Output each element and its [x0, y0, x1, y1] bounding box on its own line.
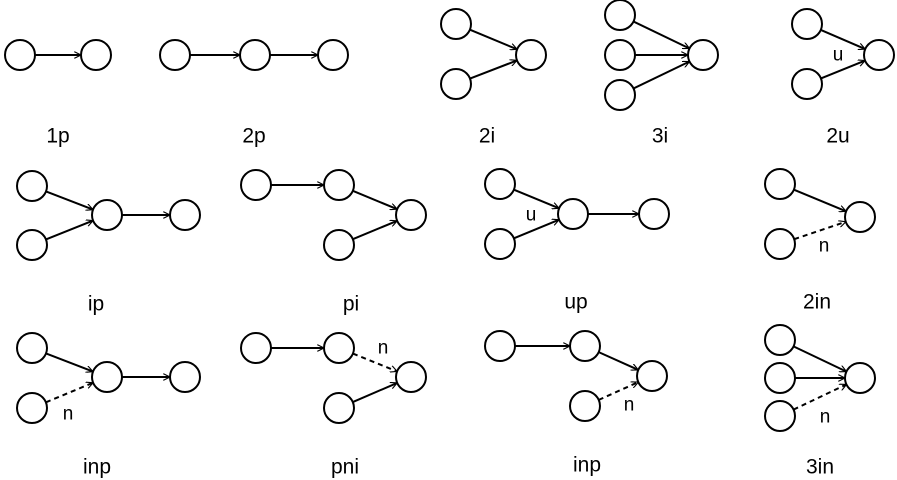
dip-edge-0 — [45, 190, 93, 209]
dup-node-3 — [638, 198, 670, 230]
dpi-edge-2 — [352, 221, 397, 241]
dinp2-negation-edge-2 — [598, 381, 639, 401]
d3i-node-1 — [604, 39, 636, 71]
dip-node-0 — [16, 170, 48, 202]
d2in-negation-edge-1 — [793, 222, 846, 241]
d2i-node-1 — [440, 68, 472, 100]
d3in-negation-edge-2 — [793, 383, 847, 411]
dinp2-edge-1 — [598, 351, 639, 371]
d2p-caption: 2p — [242, 125, 265, 148]
captions-layer: 1p 2p 2i 3i 2u ip pi up 2in inp pni inp 3in — [46, 125, 849, 479]
d3in-caption: 3in — [806, 456, 834, 479]
dup-edge-0 — [513, 188, 559, 209]
d2p-node-1 — [239, 39, 271, 71]
d2u-node-1 — [791, 68, 823, 100]
dpni-caption: pni — [331, 456, 359, 479]
dinp2-caption: inp — [573, 454, 601, 477]
d3i-edge-2 — [633, 60, 690, 90]
dip-node-3 — [169, 199, 201, 231]
dinp-node-3 — [169, 361, 201, 393]
edges-layer — [35, 20, 865, 411]
dpni-node-0 — [240, 332, 272, 364]
d3i-edge-0 — [633, 20, 690, 50]
dpi-edge-1 — [352, 189, 397, 209]
dpi-caption: pi — [343, 293, 359, 316]
d3in-node-2 — [764, 400, 796, 432]
dinp-node-2 — [91, 361, 123, 393]
d2in-node-0 — [764, 168, 796, 200]
dpni-node-2 — [323, 392, 355, 424]
d2i-caption: 2i — [479, 125, 495, 148]
dinp-edge-label: n — [63, 404, 74, 425]
d2u-edge-0 — [820, 28, 865, 49]
dup-caption: up — [564, 291, 587, 314]
dpi-node-0 — [240, 169, 272, 201]
dip-caption: ip — [88, 293, 104, 316]
d3in-edge-label: n — [820, 407, 831, 428]
dpni-edge-label: n — [378, 338, 389, 359]
dinp2-edge-label: n — [624, 395, 635, 416]
dinp-node-0 — [16, 332, 48, 364]
d3in-node-1 — [764, 362, 796, 394]
d2u-node-2 — [863, 39, 895, 71]
dip-node-1 — [16, 229, 48, 261]
dup-edge-label: u — [526, 205, 537, 226]
d3in-node-3 — [844, 362, 876, 394]
d1p-caption: 1p — [46, 125, 69, 148]
d3i-node-2 — [604, 79, 636, 111]
dpni-negation-edge-1 — [352, 352, 397, 372]
d2in-edge-0 — [793, 188, 846, 212]
d2in-node-1 — [764, 228, 796, 260]
d2u-edge-label: u — [833, 45, 844, 66]
dip-edge-1 — [45, 221, 93, 241]
d2u-node-0 — [791, 8, 823, 40]
dinp2-node-3 — [636, 360, 668, 392]
dinp2-node-1 — [569, 330, 601, 362]
d2u-caption: 2u — [826, 125, 849, 148]
dup-edge-1 — [513, 220, 559, 240]
dpni-node-3 — [395, 361, 427, 393]
d2i-node-2 — [515, 39, 547, 71]
d3i-node-0 — [604, 0, 636, 31]
d2i-edge-1 — [469, 60, 517, 80]
dpi-node-2 — [323, 229, 355, 261]
dup-node-0 — [484, 168, 516, 200]
d2u-edge-1 — [820, 61, 865, 80]
nodes-layer — [4, 0, 895, 432]
dpni-node-1 — [323, 332, 355, 364]
d2p-node-2 — [317, 39, 349, 71]
dinp2-node-0 — [484, 330, 516, 362]
dinp2-node-2 — [569, 390, 601, 422]
d2in-edge-label: n — [819, 236, 830, 257]
dinp-negation-edge-1 — [45, 383, 93, 404]
d3in-edge-0 — [793, 345, 847, 373]
d2p-node-0 — [159, 39, 191, 71]
d3in-node-0 — [764, 324, 796, 356]
dup-node-1 — [484, 228, 516, 260]
d3i-node-3 — [687, 39, 719, 71]
d2i-edge-0 — [469, 28, 517, 50]
dpni-edge-2 — [352, 383, 397, 404]
dpi-node-1 — [323, 169, 355, 201]
dinp-caption: inp — [83, 456, 111, 479]
d2i-node-0 — [440, 8, 472, 40]
d2in-node-2 — [844, 201, 876, 233]
dup-node-2 — [557, 198, 589, 230]
labels-layer: u u n n n n n — [63, 45, 844, 428]
d1p-node-1 — [80, 39, 112, 71]
dinp-edge-0 — [45, 352, 93, 371]
d3i-caption: 3i — [652, 125, 668, 148]
dinp-node-1 — [16, 392, 48, 424]
d1p-node-0 — [4, 39, 36, 71]
d2in-caption: 2in — [803, 291, 831, 314]
dpi-node-3 — [395, 199, 427, 231]
dip-node-2 — [91, 199, 123, 231]
